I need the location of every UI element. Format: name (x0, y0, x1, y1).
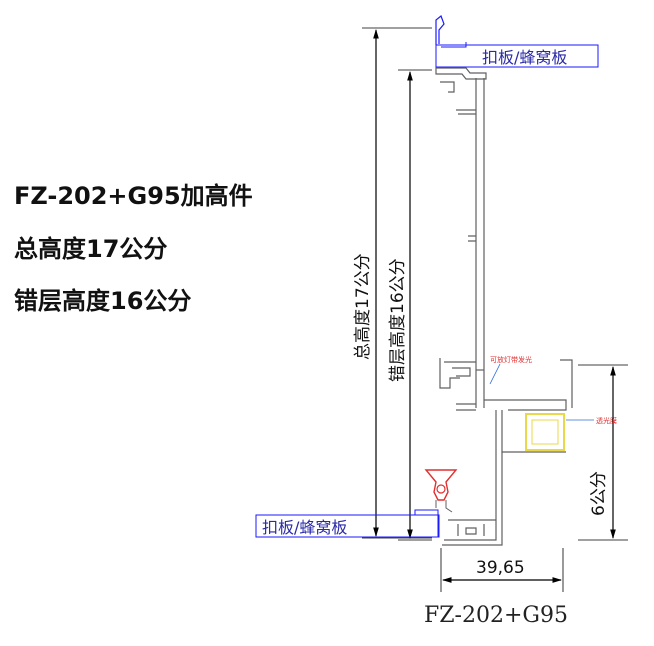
bottom-panel-label: 扣板/蜂窝板 (262, 518, 347, 537)
light-box: 透光膜 (525, 413, 617, 451)
width-dimension: 39,65 (440, 548, 564, 592)
right-height-label: 6公分 (589, 471, 609, 516)
model-label: FZ-202+G95 (424, 603, 568, 628)
light-strip-note: 可放灯带发光 (489, 355, 532, 385)
light-note: 可放灯带发光 (490, 355, 532, 364)
spec-step-height: 错层高度16公分 (14, 287, 192, 315)
top-panel-label: 扣板/蜂窝板 (482, 48, 567, 67)
step-height-dimension: 错层高度16公分 (388, 69, 432, 541)
spec-total-height: 总高度17公分 (14, 235, 168, 263)
top-panel: 扣板/蜂窝板 (435, 15, 599, 68)
red-clip (424, 469, 458, 513)
total-height-label: 总高度17公分 (353, 253, 373, 360)
side-note: 透光膜 (596, 416, 617, 425)
width-label: 39,65 (476, 558, 525, 578)
bottom-panel: 扣板/蜂窝板 (255, 509, 440, 538)
total-height-dimension: 总高度17公分 (353, 27, 432, 539)
spec-title: FZ-202+G95加高件 (14, 182, 253, 210)
aluminium-profile (435, 67, 573, 546)
right-height-dimension: 6公分 (578, 364, 628, 541)
step-height-label: 错层高度16公分 (388, 258, 408, 382)
